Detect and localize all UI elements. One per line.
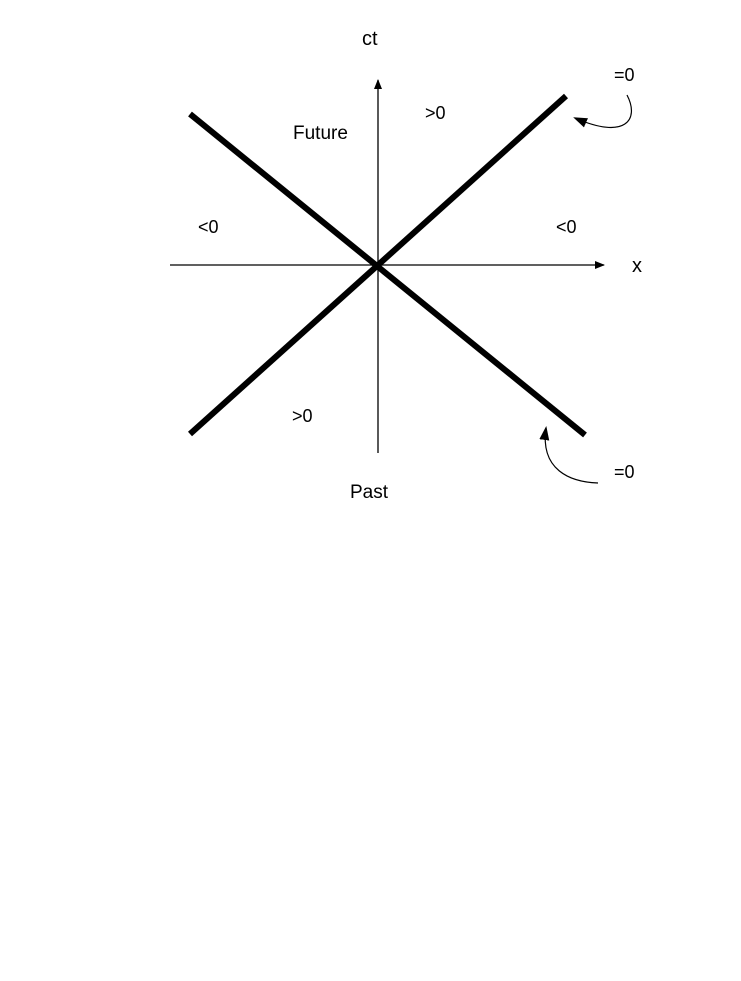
callout-arrow-bottom-right xyxy=(539,426,599,484)
spacelike-left-label: <0 xyxy=(198,217,219,237)
timelike-top-label: >0 xyxy=(425,103,446,123)
light-cone-line-falling xyxy=(188,111,587,438)
spacelike-right-label: <0 xyxy=(556,217,577,237)
x-axis-label: x xyxy=(632,255,642,277)
callout-arrow-top-right xyxy=(573,94,632,128)
past-label: Past xyxy=(350,482,389,503)
null-label-top: =0 xyxy=(614,65,635,85)
future-label: Future xyxy=(293,123,348,144)
ct-axis-label: ct xyxy=(362,28,378,50)
timelike-bottom-label: >0 xyxy=(292,406,313,426)
null-label-bottom: =0 xyxy=(614,462,635,482)
